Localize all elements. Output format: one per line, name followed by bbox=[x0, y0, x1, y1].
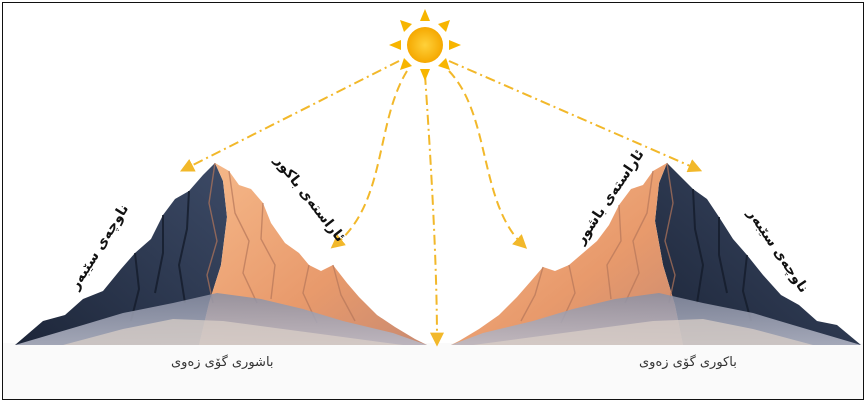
sun-icon bbox=[389, 9, 461, 81]
left-mountain-shadow-side bbox=[15, 163, 227, 345]
left-mountain-dark-crevices bbox=[130, 190, 190, 322]
diagram-canvas bbox=[3, 9, 863, 399]
left-mountain bbox=[15, 162, 427, 345]
arrow-center bbox=[424, 74, 444, 347]
right-hemisphere-label: باکوری گۆی زەوی bbox=[639, 355, 737, 370]
right-mountain bbox=[451, 162, 861, 345]
right-mountain-dark-crevices bbox=[692, 188, 752, 322]
right-mountain-shadow-side bbox=[655, 163, 861, 345]
left-mountain-ridges bbox=[206, 162, 356, 324]
right-mountain-ridges bbox=[520, 162, 676, 324]
left-hemisphere-label: باشوری گۆی زەوی bbox=[171, 355, 274, 370]
arrow-left-far bbox=[180, 60, 400, 172]
arrow-right-far bbox=[448, 60, 703, 173]
ground-band bbox=[3, 343, 863, 399]
sun-ray-arrows bbox=[180, 60, 703, 347]
arrow-left-curve bbox=[330, 70, 408, 249]
diagram-frame: ناوچەی سێبەر ئاراستەی باکور باشوری گۆی ز… bbox=[2, 2, 864, 400]
arrow-right-curve bbox=[448, 70, 528, 249]
